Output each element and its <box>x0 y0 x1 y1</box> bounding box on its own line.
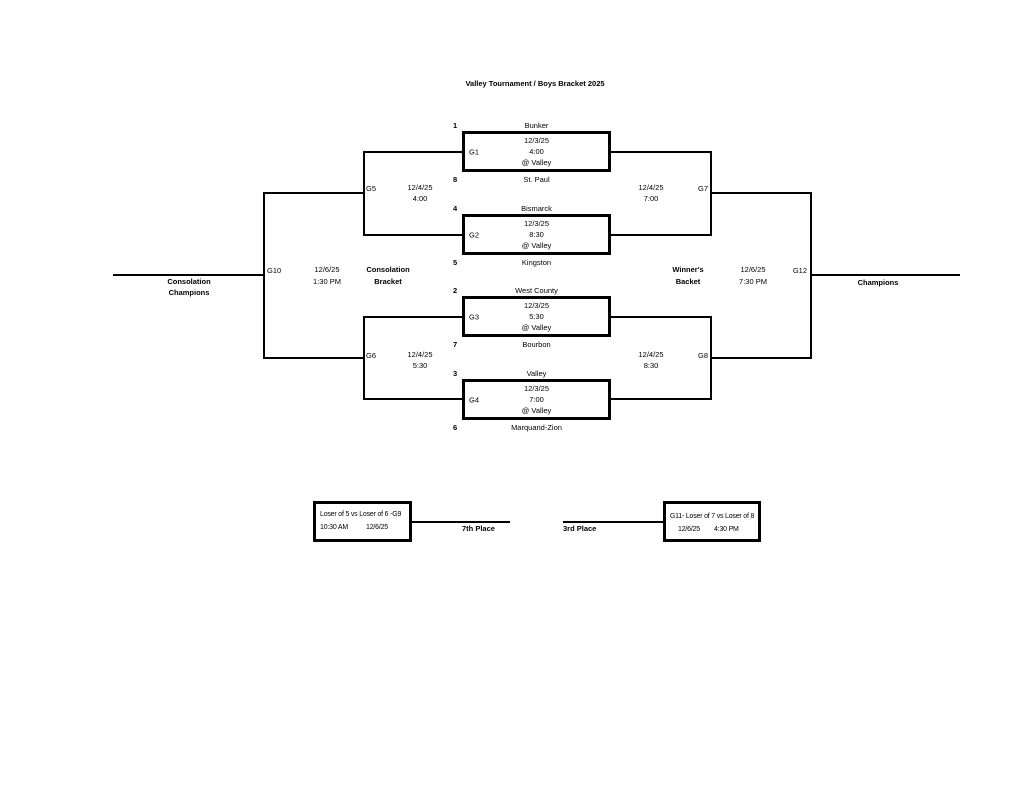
seed-number: 6 <box>453 423 458 432</box>
seed-number: 8 <box>453 175 458 184</box>
game-id: G12 <box>792 266 807 275</box>
team-name: Bourbon <box>522 340 551 349</box>
consolation-bracket-label: Bracket <box>374 277 402 286</box>
bracket-line <box>611 234 712 236</box>
bracket-line <box>363 151 463 153</box>
bracket-line <box>363 398 463 400</box>
bracket-line <box>563 521 663 523</box>
game-site: @ Valley <box>521 158 552 167</box>
game-site: @ Valley <box>521 406 552 415</box>
game-date: 12/4/25 <box>638 183 664 192</box>
seventh-place-box: Loser of 5 vs Loser of 6 -G9 10:30 AM 12… <box>313 501 412 542</box>
seventh-place-label: 7th Place <box>462 524 495 533</box>
game-box: G3 12/3/25 5:30 @ Valley <box>462 296 611 337</box>
game-id: G3 <box>469 312 480 321</box>
seed-number: 7 <box>453 340 458 349</box>
champion-line <box>810 274 960 276</box>
matchup-text: Loser of 5 vs Loser of 6 -G9 <box>320 511 402 518</box>
consolation-champions-label: Consolation <box>167 277 211 286</box>
team-name: Bunker <box>524 121 549 130</box>
team-name: Valley <box>526 369 547 378</box>
game-id: G4 <box>469 395 480 404</box>
seed-number: 1 <box>453 121 458 130</box>
bracket-line <box>611 398 712 400</box>
game-time: 10:30 AM <box>320 524 348 531</box>
third-place-label: 3rd Place <box>563 524 597 533</box>
game-g3: 2 West County G3 12/3/25 5:30 @ Valley 7… <box>453 286 623 354</box>
game-g1: 1 Bunker G1 12/3/25 4:00 @ Valley 8 St. … <box>453 121 623 189</box>
matchup-text: G11- Loser of 7 vs Loser of 8 <box>669 513 755 520</box>
game-box: G4 12/3/25 7:00 @ Valley <box>462 379 611 420</box>
bracket-line <box>710 192 812 194</box>
game-date: 12/6/25 <box>678 526 700 533</box>
game-time: 4:30 PM <box>714 526 739 533</box>
team-name: West County <box>515 286 558 295</box>
game-date: 12/3/25 <box>523 301 550 310</box>
team-name: Bismarck <box>521 204 552 213</box>
bracket-line <box>363 316 463 318</box>
game-box: G1 12/3/25 4:00 @ Valley <box>462 131 611 172</box>
game-time: 4:00 <box>529 147 544 156</box>
third-place-box: G11- Loser of 7 vs Loser of 8 12/6/25 4:… <box>663 501 761 542</box>
seed-number: 4 <box>453 204 458 213</box>
game-site: @ Valley <box>521 241 552 250</box>
game-time: 5:30 <box>412 361 428 370</box>
game-time: 8:30 <box>643 361 659 370</box>
game-time: 8:30 <box>529 230 544 239</box>
game-box: G2 12/3/25 8:30 @ Valley <box>462 214 611 255</box>
team-name: Kingston <box>521 258 552 267</box>
game-id: G1 <box>469 147 480 156</box>
game-date: 12/6/25 <box>314 265 340 274</box>
consolation-champions-label: Champions <box>168 288 210 297</box>
bracket-line <box>263 357 365 359</box>
game-date: 12/4/25 <box>407 183 433 192</box>
winners-bracket-label: Winner's <box>672 265 704 274</box>
game-time: 7:00 <box>643 194 659 203</box>
game-date: 12/3/25 <box>523 219 550 228</box>
bracket-line <box>611 151 712 153</box>
seed-number: 3 <box>453 369 458 378</box>
bracket-line <box>363 234 463 236</box>
consolation-champion-line <box>113 274 263 276</box>
game-date: 12/6/25 <box>366 524 388 531</box>
game-id: G2 <box>469 230 480 239</box>
consolation-bracket-label: Consolation <box>366 265 410 274</box>
game-time: 7:00 <box>529 395 544 404</box>
seed-number: 5 <box>453 258 458 267</box>
champions-label: Champions <box>857 278 899 287</box>
game-id: G6 <box>366 351 377 360</box>
game-date: 12/3/25 <box>523 136 550 145</box>
game-date: 12/4/25 <box>638 350 664 359</box>
winners-bracket-label: Backet <box>675 277 701 286</box>
seed-number: 2 <box>453 286 458 295</box>
game-date: 12/4/25 <box>407 350 433 359</box>
game-id: G10 <box>267 266 282 275</box>
team-name: Marquand-Zion <box>511 423 562 432</box>
game-date: 12/6/25 <box>740 265 766 274</box>
bracket-line <box>263 192 365 194</box>
game-time: 5:30 <box>529 312 544 321</box>
game-id: G7 <box>697 184 708 193</box>
bracket-line <box>263 192 265 359</box>
bracket-line <box>611 316 712 318</box>
game-date: 12/3/25 <box>523 384 550 393</box>
game-id: G8 <box>697 351 708 360</box>
bracket-line <box>710 357 812 359</box>
bracket-line <box>412 521 510 523</box>
game-time: 4:00 <box>412 194 428 203</box>
game-time: 7:30 PM <box>739 277 767 286</box>
game-id: G5 <box>366 184 377 193</box>
game-g4: 3 Valley G4 12/3/25 7:00 @ Valley 6 Marq… <box>453 369 623 437</box>
team-name: St. Paul <box>523 175 550 184</box>
tournament-title: Valley Tournament / Boys Bracket 2025 <box>465 79 605 88</box>
game-time: 1:30 PM <box>313 277 341 286</box>
game-site: @ Valley <box>521 323 552 332</box>
game-g2: 4 Bismarck G2 12/3/25 8:30 @ Valley 5 Ki… <box>453 204 623 272</box>
